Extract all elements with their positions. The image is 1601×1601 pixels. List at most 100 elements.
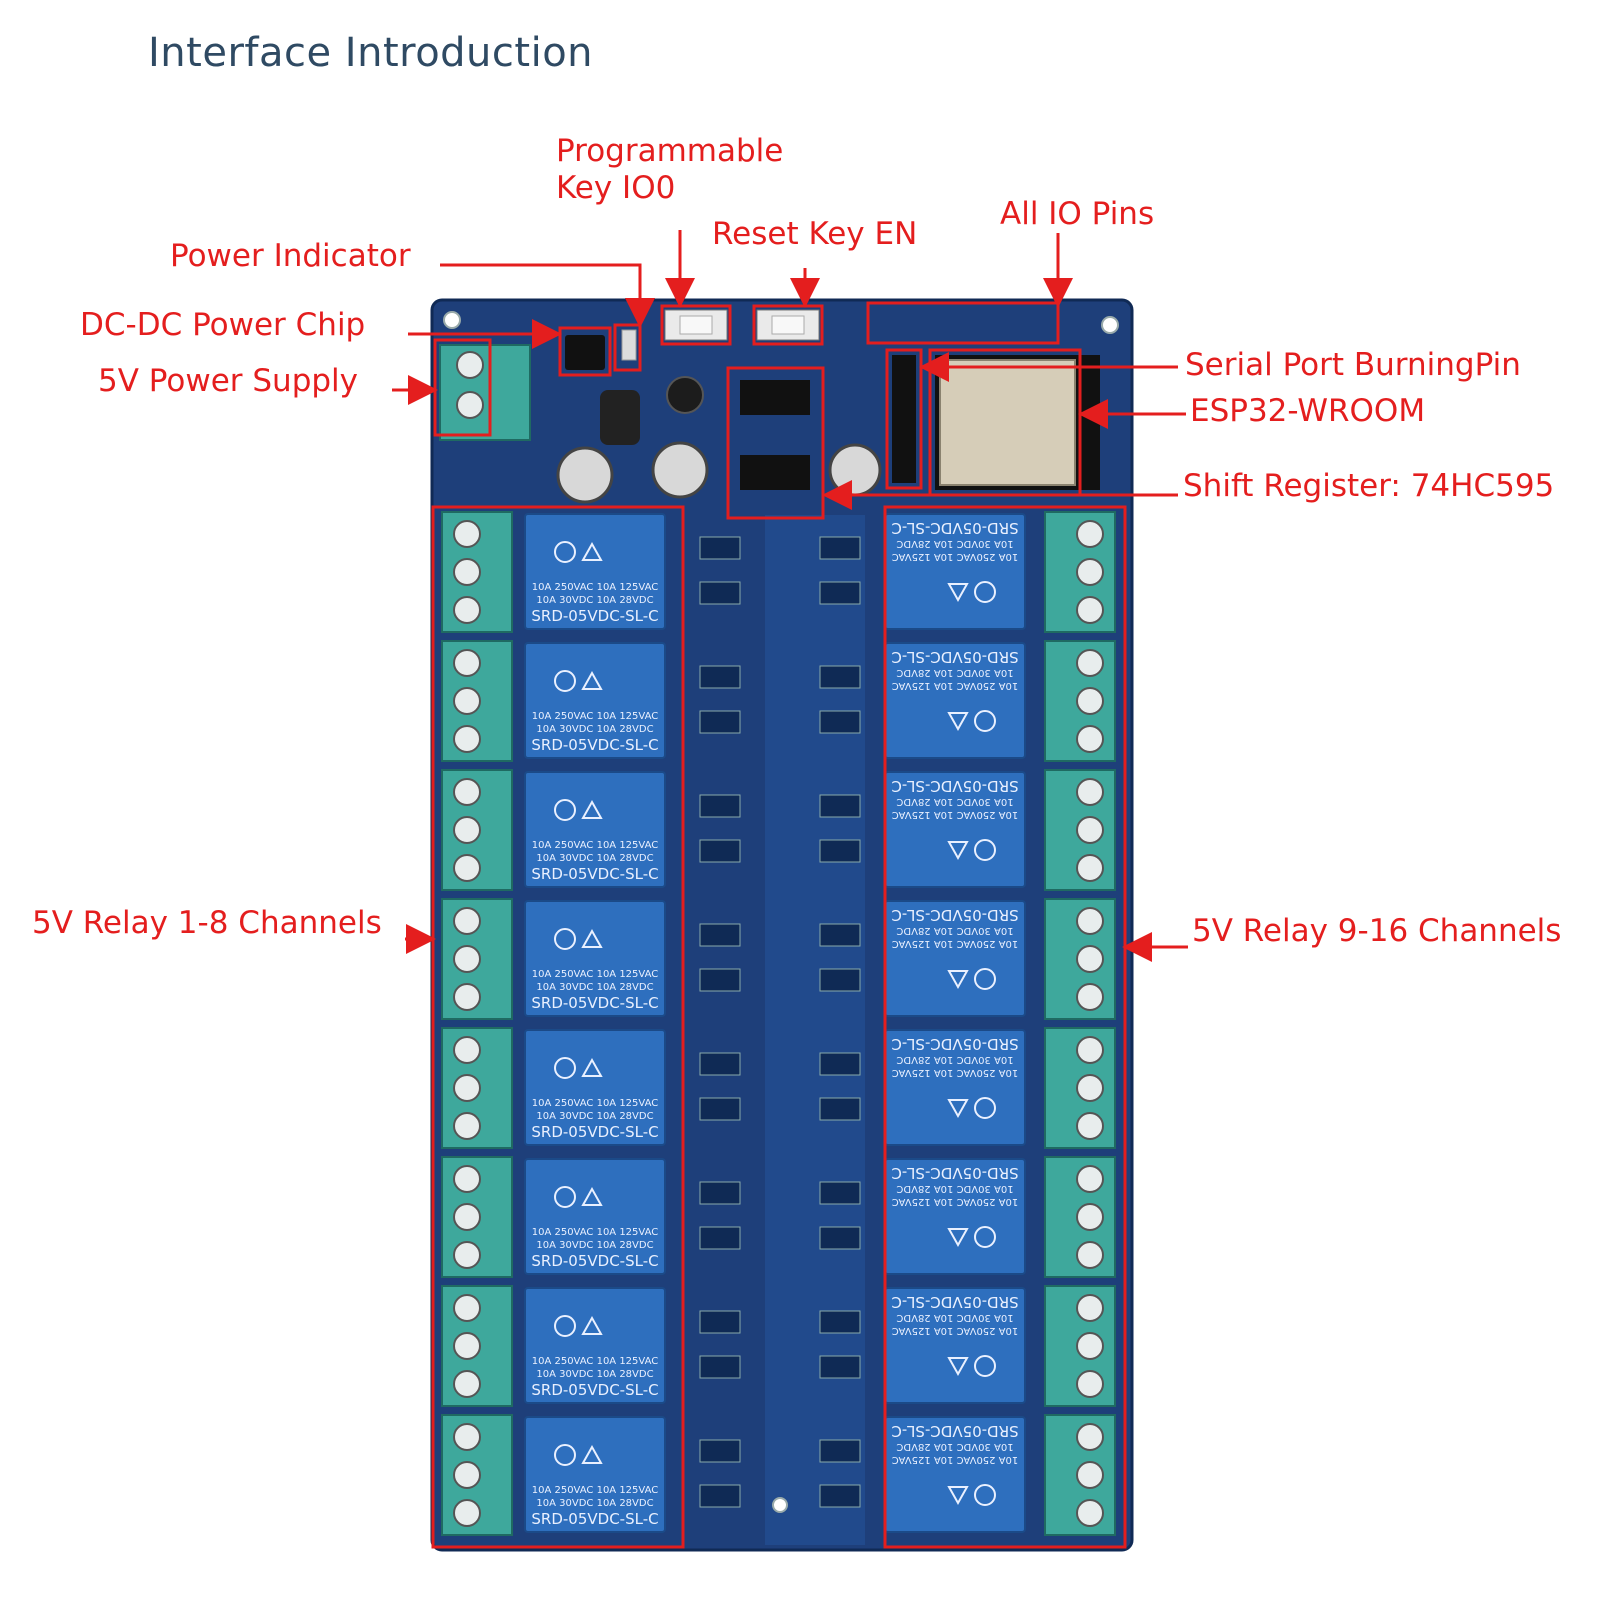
smd-component (699, 968, 741, 992)
warning-triangle-icon (947, 841, 969, 861)
relay-rating-line2: 10A 30VDC 10A 28VDC (896, 538, 1013, 549)
relay-rating-line1: 10A 250VAC 10A 125VAC (532, 1485, 659, 1496)
cqc-mark-icon (554, 928, 576, 950)
esp32-shield (939, 359, 1076, 486)
label-all-io-pins: All IO Pins (1000, 196, 1155, 232)
smd-component (699, 1097, 741, 1121)
relay-label: 10A 250VAC 10A 125VAC 10A 30VDC 10A 28VDC… (531, 541, 659, 625)
screw-icon (1076, 1074, 1104, 1102)
warning-triangle-icon (581, 1315, 603, 1335)
screw-icon (1076, 1165, 1104, 1193)
warning-triangle-icon (947, 712, 969, 732)
relay-rating-line2: 10A 30VDC 10A 28VDC (536, 982, 653, 993)
screw-icon (453, 1294, 481, 1322)
relay-rating-line2: 10A 30VDC 10A 28VDC (536, 1111, 653, 1122)
cqc-mark-icon (974, 968, 996, 990)
smd-component (819, 794, 861, 818)
smd-component (819, 581, 861, 605)
button-en-cap (771, 315, 805, 335)
screw-icon (453, 1203, 481, 1231)
screw-icon (453, 1112, 481, 1140)
relay-model: SRD-05VDC-SL-C (891, 1293, 1018, 1311)
smd-component (819, 923, 861, 947)
relay-rating-line1: 10A 250VAC 10A 125VAC (892, 1454, 1019, 1465)
relay-model: SRD-05VDC-SL-C (531, 994, 658, 1012)
warning-triangle-icon (581, 1057, 603, 1077)
warning-triangle-icon (947, 1228, 969, 1248)
relay-rating-line2: 10A 30VDC 10A 28VDC (896, 796, 1013, 807)
cqc-mark-icon (554, 799, 576, 821)
smd-component (699, 710, 741, 734)
smd-component (699, 794, 741, 818)
screw-icon (1076, 725, 1104, 753)
cqc-mark-icon (554, 1444, 576, 1466)
smd-component (699, 1355, 741, 1379)
screw-icon (1076, 816, 1104, 844)
screw-icon (453, 1499, 481, 1527)
screw-icon (1076, 1461, 1104, 1489)
screw-icon (1076, 687, 1104, 715)
relay-model: SRD-05VDC-SL-C (531, 1510, 658, 1528)
screw-icon (1076, 520, 1104, 548)
screw-icon (453, 1165, 481, 1193)
smd-component (819, 1052, 861, 1076)
screw-icon (1076, 983, 1104, 1011)
screw-icon (453, 1370, 481, 1398)
relay-rating-line2: 10A 30VDC 10A 28VDC (896, 1054, 1013, 1065)
relay-rating-line2: 10A 30VDC 10A 28VDC (896, 1183, 1013, 1194)
relay-label: 10A 250VAC 10A 125VAC 10A 30VDC 10A 28VDC… (531, 1315, 659, 1399)
cqc-mark-icon (974, 1097, 996, 1119)
relay-rating-line2: 10A 30VDC 10A 28VDC (536, 595, 653, 606)
io-pin-header (866, 301, 1060, 345)
screw-icon (453, 1461, 481, 1489)
capacitor (651, 441, 709, 499)
smd-component (819, 1484, 861, 1508)
screw-icon (453, 945, 481, 973)
relay-rating-line2: 10A 30VDC 10A 28VDC (536, 724, 653, 735)
smd-component (819, 1439, 861, 1463)
screw-icon (1076, 1370, 1104, 1398)
screw-icon (453, 983, 481, 1011)
relay-rating-line1: 10A 250VAC 10A 125VAC (532, 1098, 659, 1109)
warning-triangle-icon (947, 1486, 969, 1506)
warning-triangle-icon (581, 1444, 603, 1464)
screw-icon (1076, 596, 1104, 624)
smd-component (699, 839, 741, 863)
relay-model: SRD-05VDC-SL-C (531, 1381, 658, 1399)
relay-rating-line2: 10A 30VDC 10A 28VDC (536, 1240, 653, 1251)
relay-rating-line1: 10A 250VAC 10A 125VAC (892, 551, 1019, 562)
screw-icon (453, 649, 481, 677)
relay-rating-line2: 10A 30VDC 10A 28VDC (536, 1498, 653, 1509)
screw-icon (1076, 1294, 1104, 1322)
warning-triangle-icon (581, 928, 603, 948)
relay-model: SRD-05VDC-SL-C (531, 1123, 658, 1141)
relay-model: SRD-05VDC-SL-C (891, 906, 1018, 924)
relay-model: SRD-05VDC-SL-C (891, 1422, 1018, 1440)
relay-rating-line1: 10A 250VAC 10A 125VAC (532, 1356, 659, 1367)
screw-icon (1076, 1332, 1104, 1360)
relay-group-right: 10A 250VAC 10A 125VAC 10A 30VDC 10A 28VDC… (819, 511, 1116, 1536)
smd-component (819, 1181, 861, 1205)
screw-icon (1076, 649, 1104, 677)
label-power-supply: 5V Power Supply (98, 363, 359, 399)
warning-triangle-icon (581, 799, 603, 819)
screw-icon (453, 1241, 481, 1269)
relay-rating-line1: 10A 250VAC 10A 125VAC (532, 582, 659, 593)
relay-model: SRD-05VDC-SL-C (531, 1252, 658, 1270)
screw-icon (1076, 1203, 1104, 1231)
relay-rating-line2: 10A 30VDC 10A 28VDC (536, 1369, 653, 1380)
screw-icon (453, 687, 481, 715)
mounting-hole (1101, 316, 1119, 334)
label-programmable-key: Programmable Key IO0 (556, 133, 784, 207)
screw-icon (453, 1423, 481, 1451)
cqc-mark-icon (974, 1484, 996, 1506)
page-title: Interface Introduction (148, 30, 594, 76)
label-reset-key: Reset Key EN (712, 216, 918, 252)
capacitor (828, 443, 882, 497)
relay-rating-line1: 10A 250VAC 10A 125VAC (892, 938, 1019, 949)
